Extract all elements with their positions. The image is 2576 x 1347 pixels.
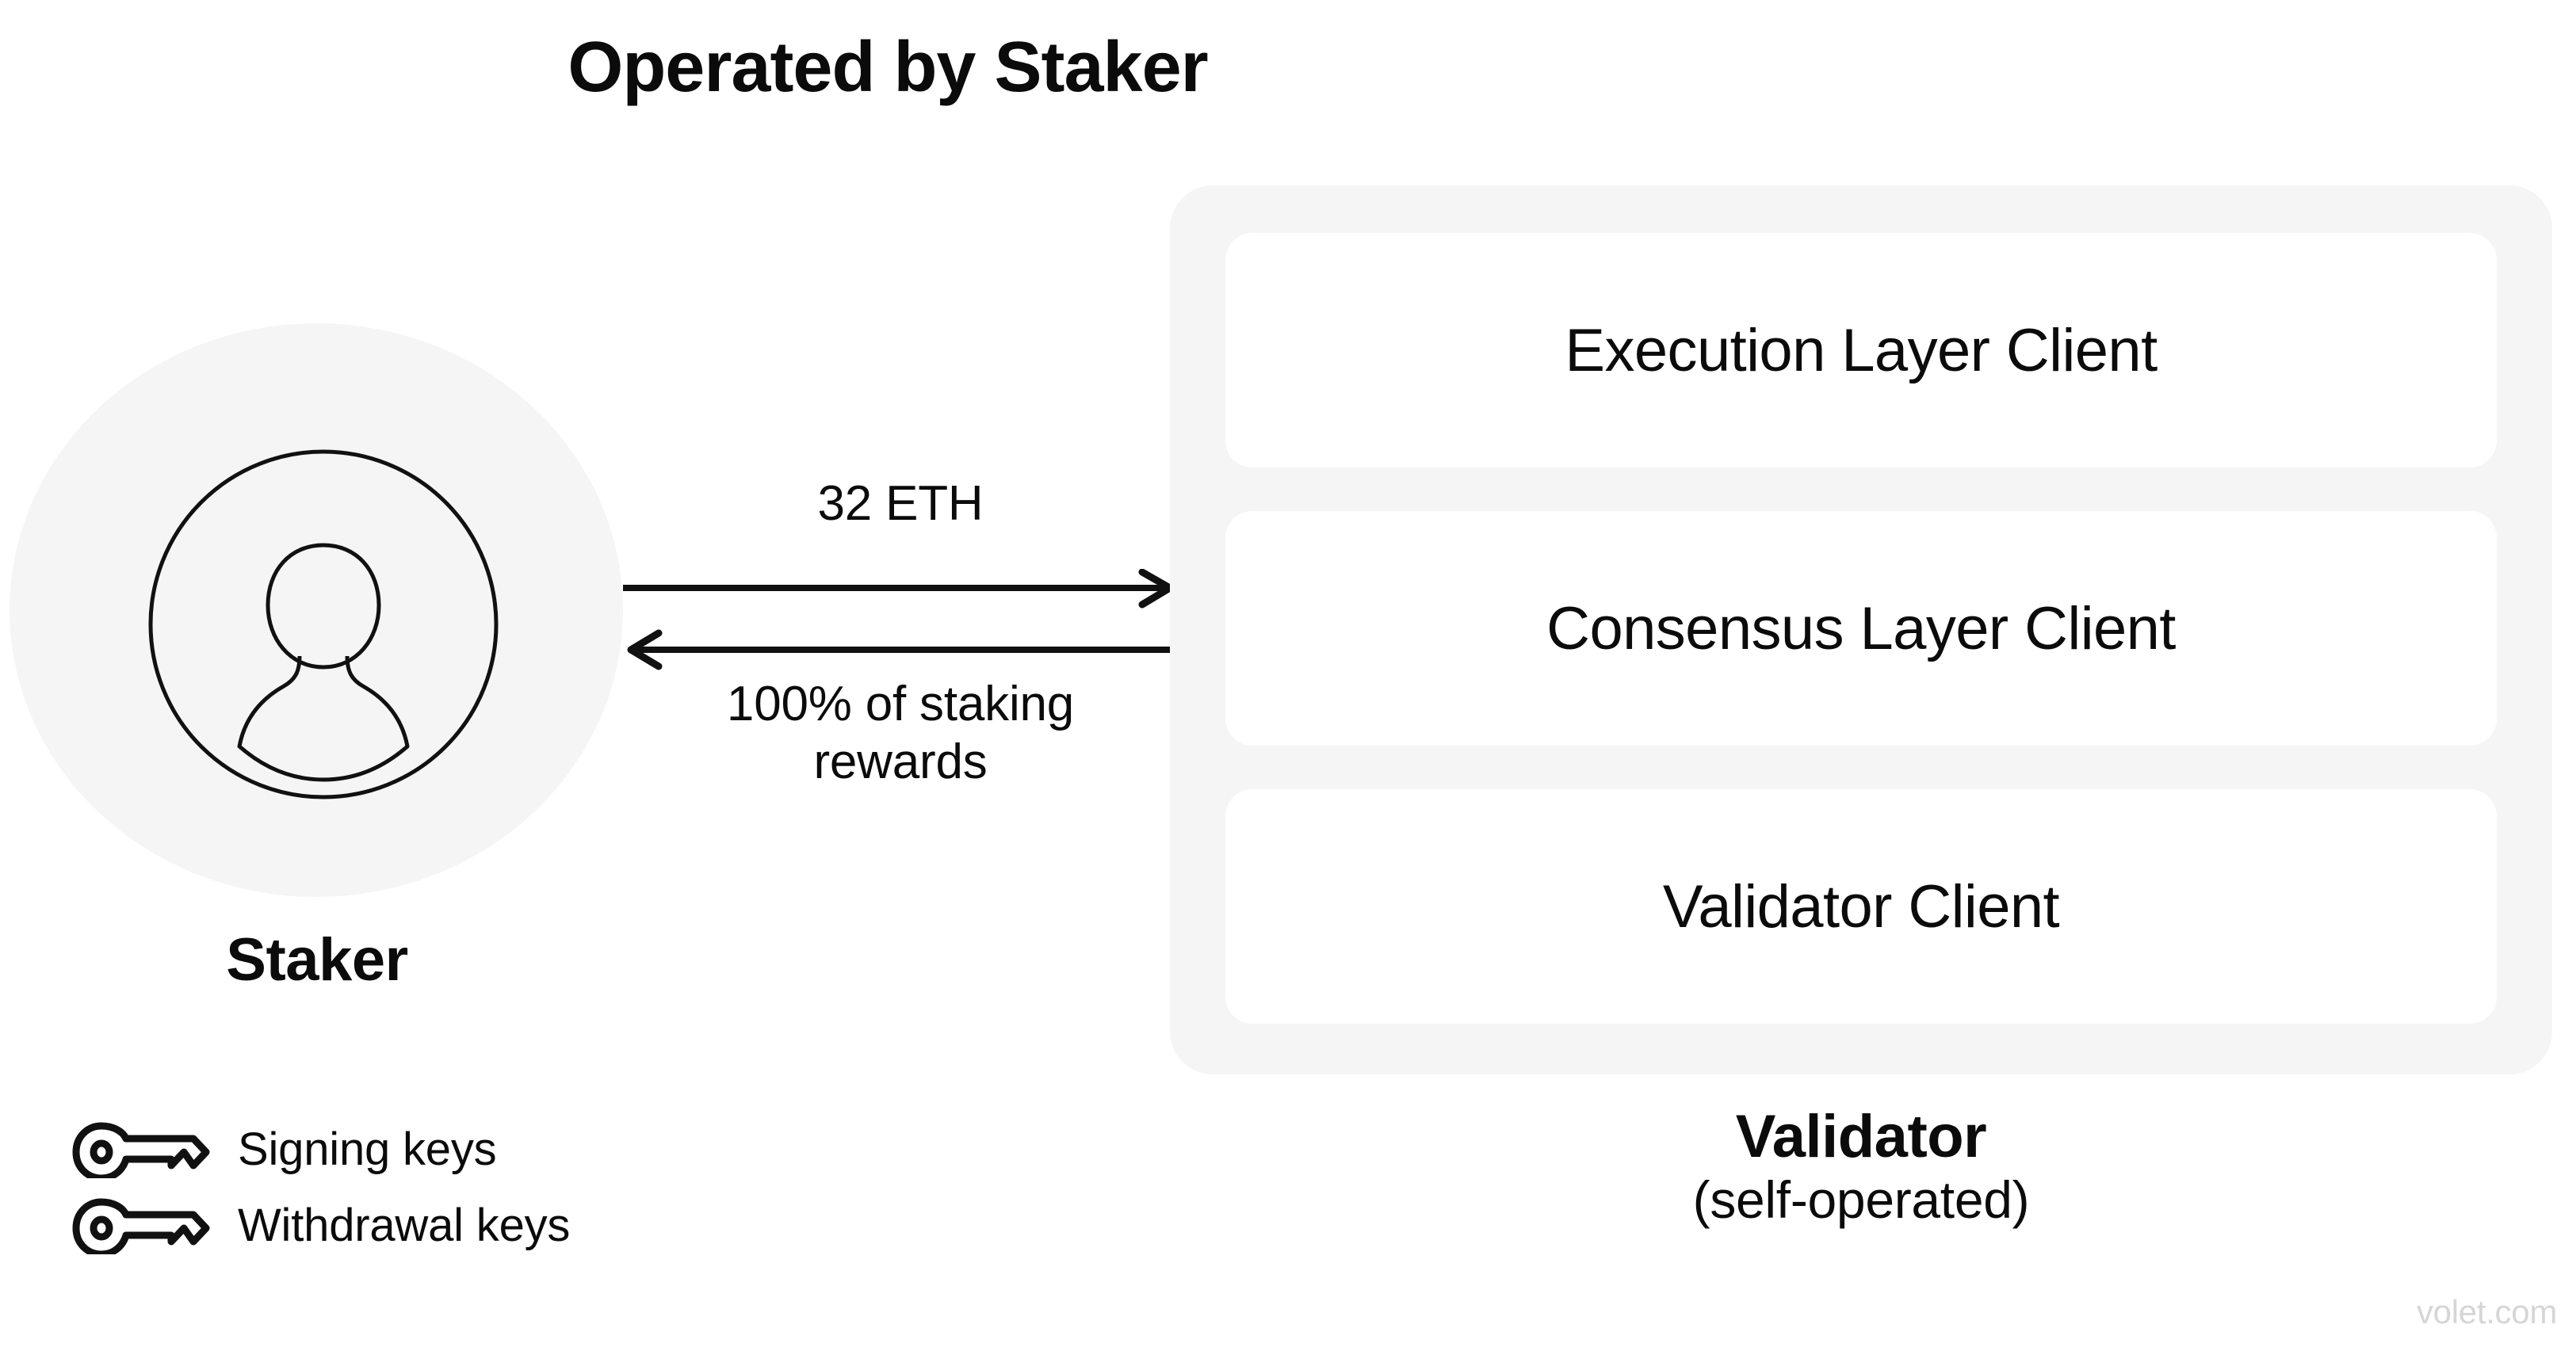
legend-item-withdrawal-keys: Withdrawal keys	[70, 1187, 823, 1263]
client-box-validator-client: Validator Client	[1225, 789, 2497, 1024]
flow-incoming-label: 100% of staking rewards	[591, 675, 1210, 791]
client-box-execution-layer: Execution Layer Client	[1225, 233, 2497, 467]
client-box-consensus-layer: Consensus Layer Client	[1225, 511, 2497, 746]
staker-label: Staker	[226, 926, 408, 994]
legend-label-signing-keys: Signing keys	[238, 1123, 497, 1175]
flow-outgoing-label: 32 ETH	[817, 476, 984, 531]
validator-panel: Execution Layer Client Consensus Layer C…	[1170, 185, 2552, 1074]
user-avatar-icon	[147, 448, 499, 800]
key-icon	[70, 1196, 220, 1254]
flow-incoming-label-line1: 100% of staking	[726, 677, 1075, 731]
validator-caption: Validator (self-operated)	[1170, 1106, 2552, 1229]
client-label-validator-client: Validator Client	[1662, 872, 2060, 941]
staker-background-blob	[10, 323, 623, 897]
page-title: Operated by Staker	[568, 28, 1208, 107]
key-icon	[70, 1120, 220, 1178]
validator-caption-subtitle: (self-operated)	[1692, 1170, 2030, 1229]
legend-label-withdrawal-keys: Withdrawal keys	[238, 1199, 571, 1251]
legend-item-signing-keys: Signing keys	[70, 1111, 823, 1187]
arrow-left-icon	[627, 629, 1178, 670]
arrow-right-icon	[623, 569, 1174, 609]
flow-arrows	[623, 569, 1178, 672]
watermark: volet.com	[2416, 1293, 2557, 1330]
validator-caption-title: Validator	[1735, 1103, 1987, 1170]
keys-legend: Signing keys Withdrawal keys	[70, 1111, 823, 1263]
client-label-consensus-layer: Consensus Layer Client	[1546, 594, 2176, 662]
flow-incoming-label-line2: rewards	[813, 735, 988, 790]
flow-area: 32 ETH 100% of staking rewards	[623, 475, 1178, 840]
client-label-execution-layer: Execution Layer Client	[1565, 316, 2157, 384]
